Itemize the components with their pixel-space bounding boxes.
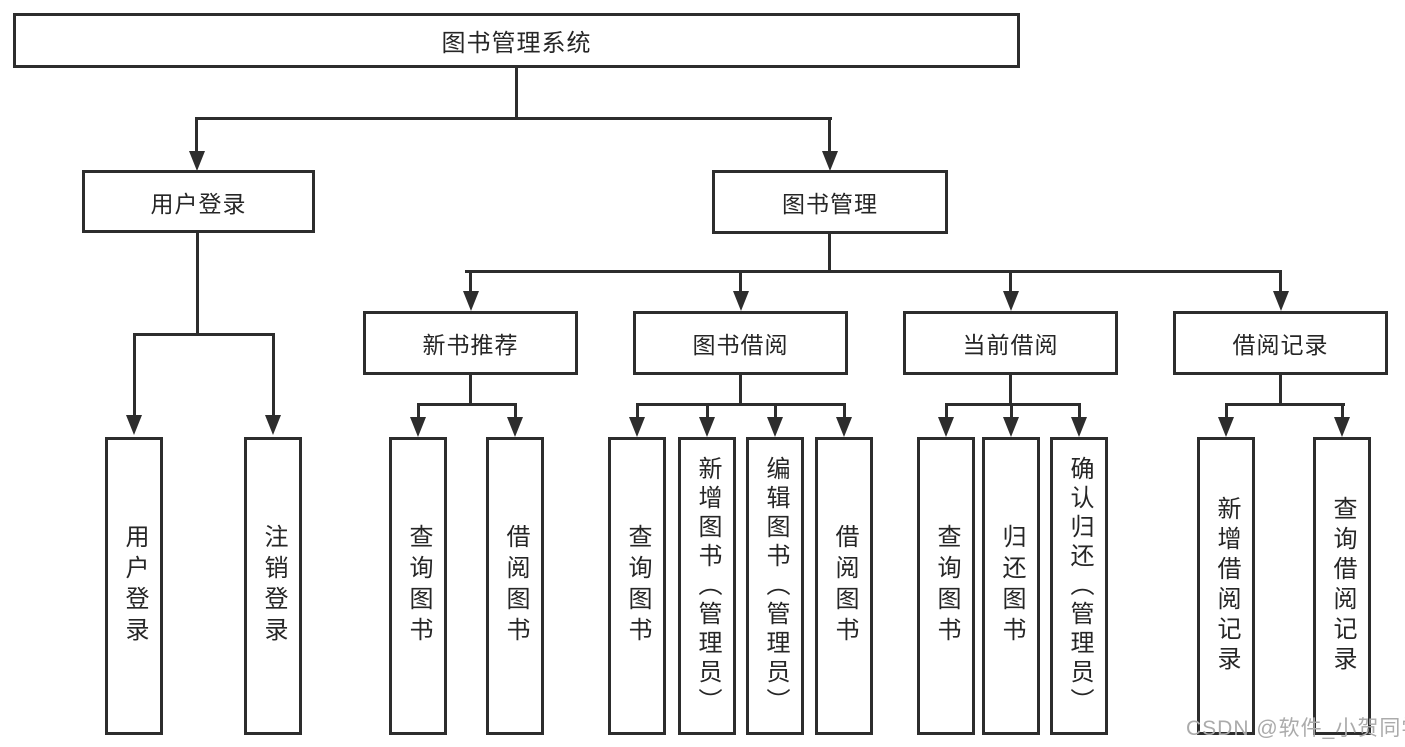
connector-current-trunk xyxy=(1009,375,1012,406)
arrowhead-icon xyxy=(1003,291,1019,311)
arrowhead-icon xyxy=(938,417,954,437)
node-borrow-records: 借阅记录 xyxy=(1173,311,1388,375)
arrowhead-icon xyxy=(265,415,281,435)
connector-book-mgmt-stub-2 xyxy=(739,270,742,291)
connector-book-mgmt-stub-3 xyxy=(1009,270,1012,291)
leaf-query-books-borrow: 查询图书 xyxy=(608,437,666,735)
arrowhead-icon xyxy=(836,417,852,437)
arrowhead-icon xyxy=(1003,417,1019,437)
connector-records-hbar xyxy=(1225,403,1345,406)
csdn-watermark: CSDN @软件_小贺同学 xyxy=(1186,717,1405,740)
connector-borrow-stub-2 xyxy=(706,403,709,417)
connector-book-mgmt-trunk xyxy=(828,234,831,273)
arrowhead-icon xyxy=(1334,417,1350,437)
leaf-logout: 注销登录 xyxy=(244,437,302,735)
connector-borrow-stub-1 xyxy=(636,403,639,417)
connector-user-login-stub-2 xyxy=(272,333,275,415)
connector-user-login-trunk xyxy=(196,233,199,336)
connector-book-mgmt-stub-4 xyxy=(1279,270,1282,291)
connector-borrow-stub-4 xyxy=(843,403,846,417)
arrowhead-icon xyxy=(1218,417,1234,437)
arrowhead-icon xyxy=(126,415,142,435)
connector-book-mgmt-hbar xyxy=(465,270,1282,273)
node-current-borrow: 当前借阅 xyxy=(903,311,1118,375)
arrowhead-icon xyxy=(189,151,205,171)
connector-records-stub-2 xyxy=(1341,403,1344,417)
leaf-confirm-return-admin: 确认归还（管理员） xyxy=(1050,437,1108,735)
node-book-management: 图书管理 xyxy=(712,170,948,234)
leaf-query-books-current: 查询图书 xyxy=(917,437,975,735)
connector-root-hbar xyxy=(195,117,832,120)
connector-borrow-stub-3 xyxy=(774,403,777,417)
node-user-login: 用户登录 xyxy=(82,170,315,233)
node-library-management-system: 图书管理系统 xyxy=(13,13,1020,68)
arrowhead-icon xyxy=(1071,417,1087,437)
arrowhead-icon xyxy=(463,291,479,311)
leaf-borrow-books: 借阅图书 xyxy=(815,437,873,735)
connector-root-left-stub xyxy=(195,117,198,153)
connector-current-hbar xyxy=(945,403,1081,406)
arrowhead-icon xyxy=(410,417,426,437)
arrowhead-icon xyxy=(507,417,523,437)
connector-borrow-hbar xyxy=(636,403,846,406)
connector-recommend-stub-1 xyxy=(417,403,420,417)
connector-recommend-stub-2 xyxy=(514,403,517,417)
connector-records-trunk xyxy=(1279,375,1282,406)
leaf-borrow-books-recommend: 借阅图书 xyxy=(486,437,544,735)
connector-recommend-trunk xyxy=(469,375,472,406)
leaf-edit-books-admin: 编辑图书（管理员） xyxy=(746,437,804,735)
connector-recommend-hbar xyxy=(417,403,517,406)
arrowhead-icon xyxy=(767,417,783,437)
arrowhead-icon xyxy=(699,417,715,437)
leaf-user-login: 用户登录 xyxy=(105,437,163,735)
arrowhead-icon xyxy=(822,151,838,171)
connector-current-stub-2 xyxy=(1010,403,1013,417)
leaf-query-borrow-record: 查询借阅记录 xyxy=(1313,437,1371,735)
arrowhead-icon xyxy=(629,417,645,437)
node-new-book-recommend: 新书推荐 xyxy=(363,311,578,375)
connector-root-right-stub xyxy=(828,117,831,153)
leaf-query-books-recommend: 查询图书 xyxy=(389,437,447,735)
node-book-borrow: 图书借阅 xyxy=(633,311,848,375)
connector-user-login-hbar xyxy=(133,333,275,336)
connector-root-trunk xyxy=(515,67,518,119)
connector-records-stub-1 xyxy=(1225,403,1228,417)
leaf-add-books-admin: 新增图书（管理员） xyxy=(678,437,736,735)
connector-current-stub-3 xyxy=(1078,403,1081,417)
leaf-return-books: 归还图书 xyxy=(982,437,1040,735)
connector-book-mgmt-stub-1 xyxy=(469,270,472,291)
arrowhead-icon xyxy=(733,291,749,311)
arrowhead-icon xyxy=(1273,291,1289,311)
connector-borrow-trunk xyxy=(739,375,742,406)
leaf-add-borrow-record: 新增借阅记录 xyxy=(1197,437,1255,735)
connector-user-login-stub-1 xyxy=(133,333,136,415)
connector-current-stub-1 xyxy=(945,403,948,417)
